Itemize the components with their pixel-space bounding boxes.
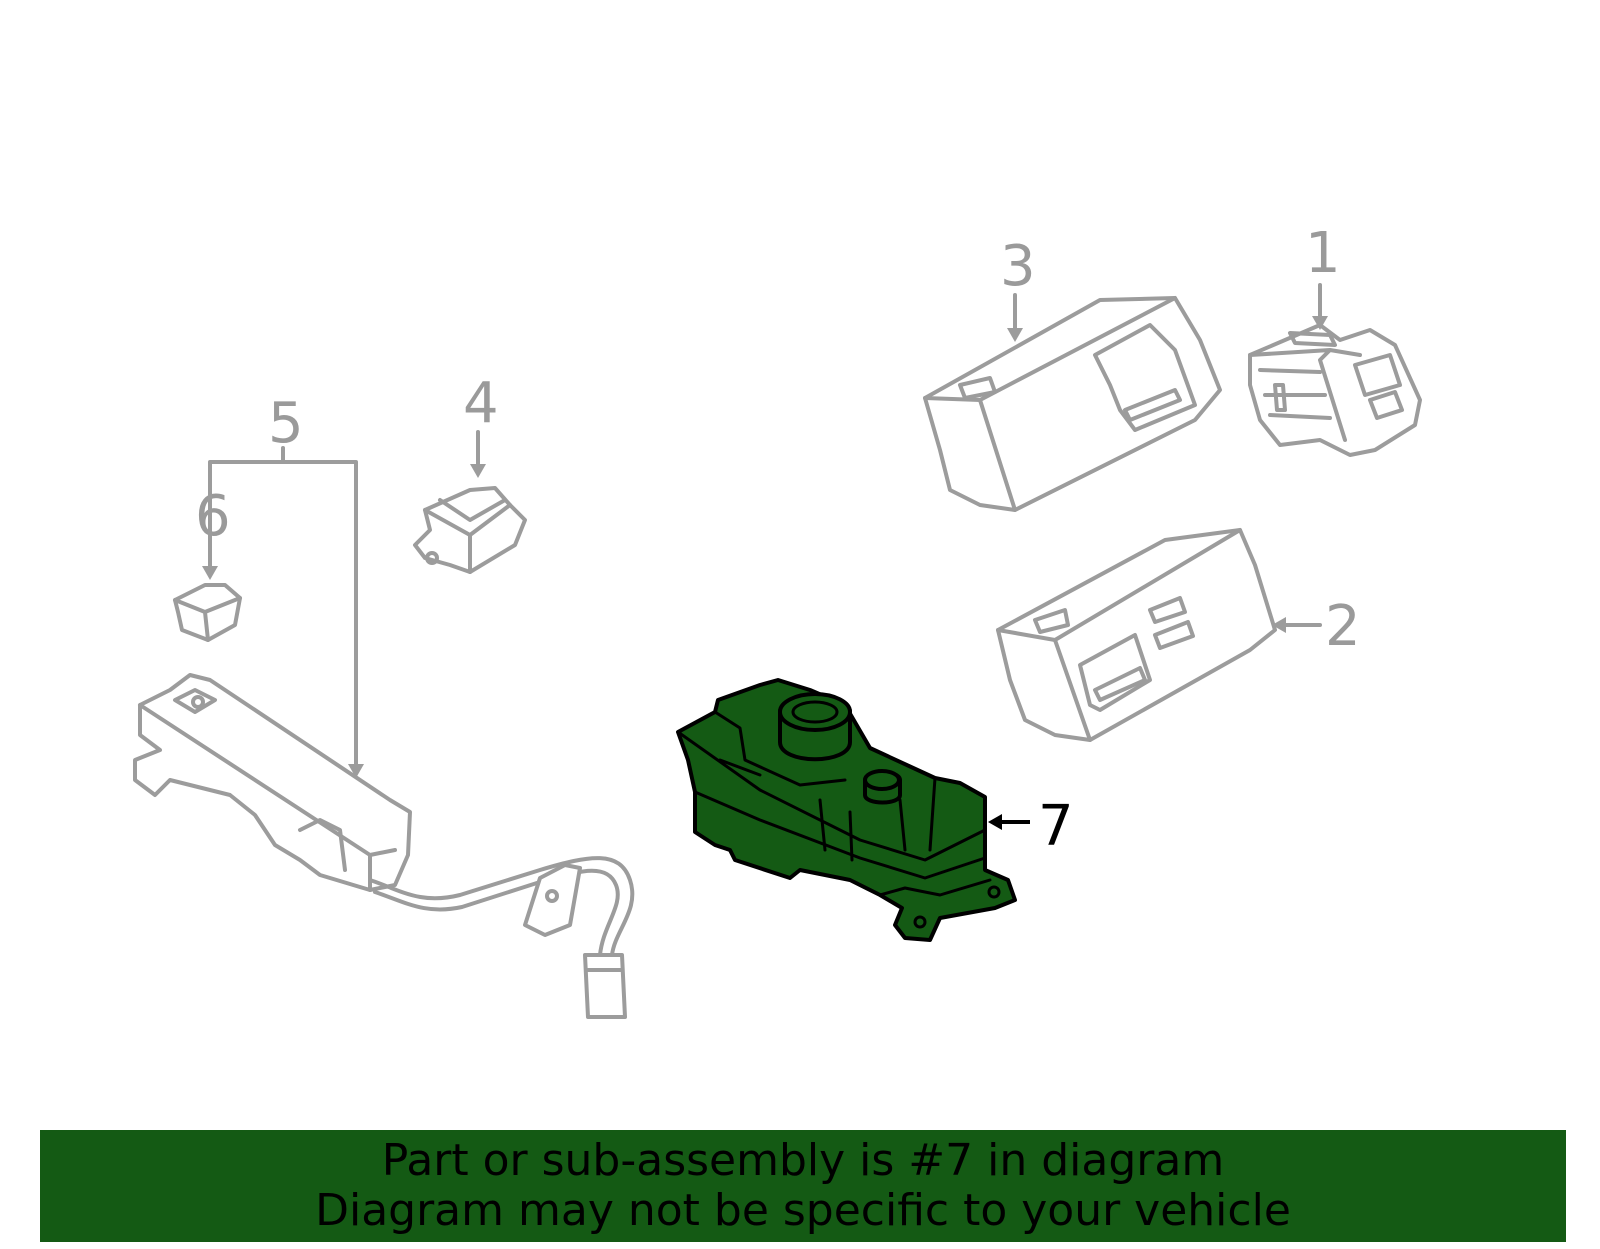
info-banner: Part or sub-assembly is #7 in diagram Di… [40,1130,1566,1242]
callout-3: 3 [1000,234,1036,299]
part-6-cap[interactable] [173,583,242,642]
arrow-7 [988,814,1002,830]
part-3-switch-panel[interactable] [923,296,1222,512]
callout-7: 7 [1038,794,1074,859]
arrow-6 [202,566,218,580]
callout-2: 2 [1325,594,1361,659]
part-1-connector[interactable] [1248,323,1422,457]
part-7-control-unit[interactable] [676,678,1017,942]
part-4-bracket[interactable] [413,486,527,574]
arrow-1 [1312,316,1328,330]
callout-4: 4 [463,371,499,436]
part-5-harness-assembly[interactable] [133,673,635,1019]
banner-line-1: Part or sub-assembly is #7 in diagram [381,1135,1225,1186]
arrow-5 [348,764,364,778]
callout-5: 5 [268,391,304,456]
banner-line-2: Diagram may not be specific to your vehi… [315,1185,1291,1236]
callout-6: 6 [195,484,231,549]
arrow-2 [1272,617,1286,633]
arrow-4 [470,464,486,478]
part-2-switch-panel[interactable] [996,528,1277,742]
arrow-3 [1007,328,1023,342]
callout-1: 1 [1305,221,1341,286]
